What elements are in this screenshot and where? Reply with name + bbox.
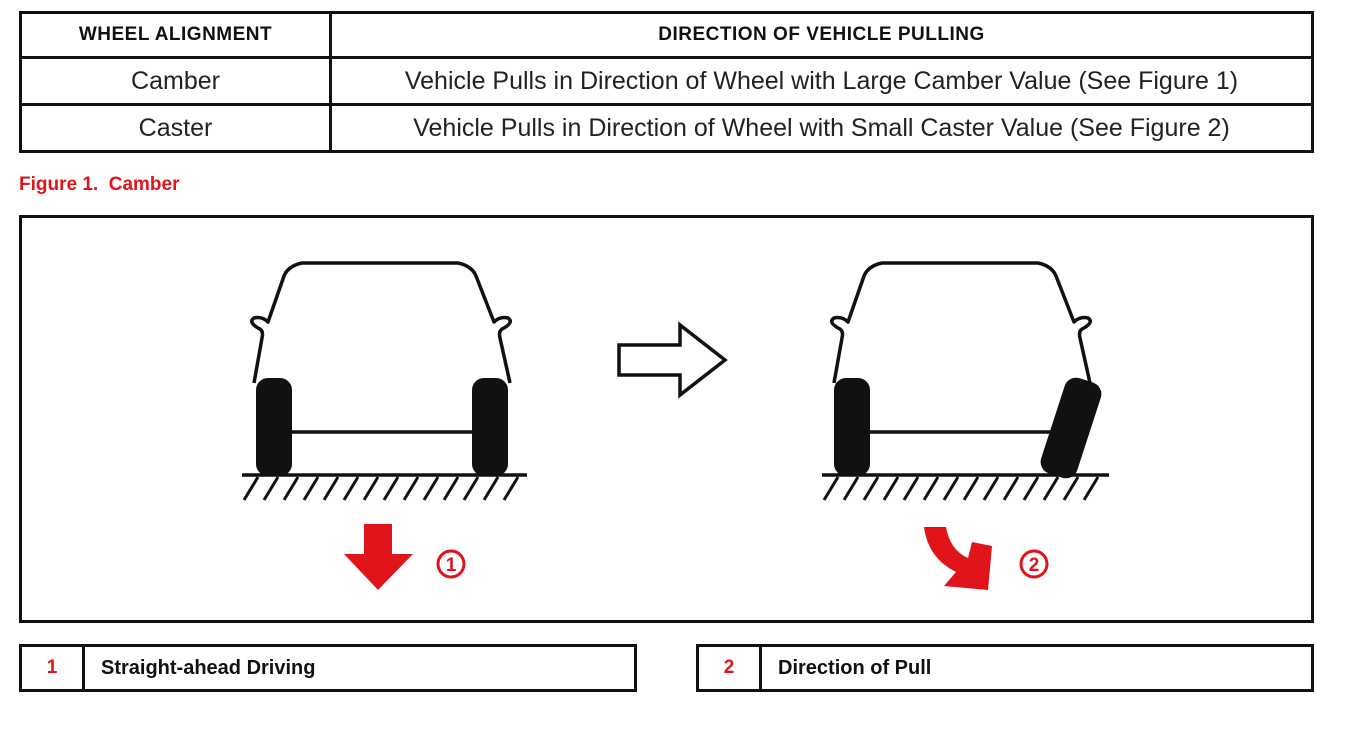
red-curved-arrow-icon	[924, 527, 992, 590]
wheel-alignment-table: WHEEL ALIGNMENT DIRECTION OF VEHICLE PUL…	[19, 11, 1314, 153]
marker-2: 2	[1019, 549, 1049, 579]
marker-1-label: 1	[446, 555, 457, 576]
legend-number: 1	[22, 647, 85, 689]
legend-label: Direction of Pull	[778, 656, 932, 679]
table-header-row: WHEEL ALIGNMENT DIRECTION OF VEHICLE PUL…	[19, 11, 1314, 59]
legend-label: Straight-ahead Driving	[101, 656, 316, 679]
red-down-arrow-icon	[344, 524, 413, 590]
car-front-tilted-wheel-icon	[822, 261, 1109, 501]
hollow-right-arrow-icon	[617, 321, 728, 399]
column-header-wheel-alignment: WHEEL ALIGNMENT	[19, 11, 332, 59]
legend-item-1: 1 Straight-ahead Driving	[19, 644, 637, 692]
table-cell-alignment: Caster	[19, 103, 332, 153]
table-cell-direction: Vehicle Pulls in Direction of Wheel with…	[329, 56, 1314, 106]
table-cell-direction: Vehicle Pulls in Direction of Wheel with…	[329, 103, 1314, 153]
column-header-direction-of-pulling: DIRECTION OF VEHICLE PULLING	[329, 11, 1314, 59]
camber-illustration: 1 2	[242, 261, 1109, 590]
figure-caption: Figure 1. Camber	[19, 174, 180, 195]
table-row: Camber Vehicle Pulls in Direction of Whe…	[19, 56, 1314, 106]
legend-number: 2	[699, 647, 762, 689]
marker-2-label: 2	[1029, 555, 1040, 576]
legend-item-2: 2 Direction of Pull	[696, 644, 1314, 692]
marker-1: 1	[436, 549, 466, 579]
table-cell-alignment: Camber	[19, 56, 332, 106]
camber-figure: 1 2	[19, 215, 1314, 623]
car-front-straight-icon	[242, 261, 527, 501]
table-row: Caster Vehicle Pulls in Direction of Whe…	[19, 103, 1314, 153]
